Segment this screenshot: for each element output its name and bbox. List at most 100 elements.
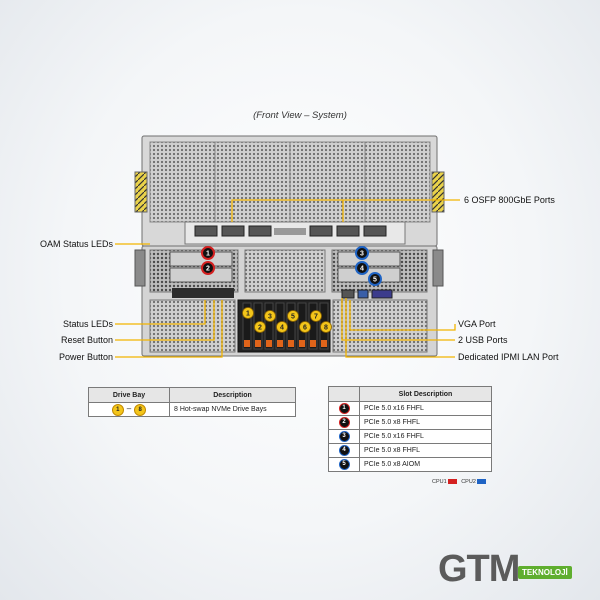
drive-bay-marker: 4 [276,321,288,333]
drive-bay-number: 3 [268,314,272,321]
table-row: 3 PCIe 5.0 x16 FHFL [328,429,492,444]
callout-lines [115,199,460,358]
drive-bay-marker: 1 [242,307,254,319]
slot-marker: 1 [201,246,215,260]
drive-bay-description: 8 Hot-swap NVMe Drive Bays [169,402,296,417]
slot-badge: 1 [338,403,350,414]
slot-label: PCIe 5.0 x16 FHFL [359,429,492,444]
drive-bay-latch [255,340,261,347]
drive-bay-marker-circle [264,310,276,322]
drive-bay-marker-circle [299,321,311,333]
drive-bay-marker: 3 [264,310,276,322]
slot-badge: 2 [338,417,350,428]
vga-port-label: VGA Port [458,319,496,329]
slot-marker-circle [368,272,382,286]
slot-marker-circle [201,261,215,275]
description-header: Description [169,387,296,403]
status-leds-label: Status LEDs [62,319,113,329]
drive-bays: 1 23 45 678 [242,302,332,350]
slot-num-header [328,386,360,402]
slot-marker-number: 2 [206,266,210,273]
gtm-logo: GTM [438,548,520,590]
drive-bay-latch [299,340,305,347]
drive-bay-marker-circle [310,310,322,322]
table-row: 1 PCIe 5.0 x16 FHFL [328,401,492,416]
slot-badge: 4 [338,445,350,456]
slot-number-cell: 3 [328,429,360,444]
cpu1-legend-label: CPU1 [432,479,447,485]
drive-bay-marker-circle [287,310,299,322]
drive-bay-latch [288,340,294,347]
logo-tag: TEKNOLOJİ [518,566,572,579]
drive-bay-table: Drive Bay Description 1–8 8 Hot-swap NVM… [88,387,296,417]
slot-marker-number: 5 [373,277,377,284]
cpu2-swatch [476,479,486,485]
drive-bay-range: 1–8 [88,402,170,417]
drive-bay-latch [277,340,283,347]
slot-marker-number: 4 [360,266,364,273]
slot-marker-circle [355,246,369,260]
drive-bay-number: 5 [291,314,295,321]
slot-label: PCIe 5.0 x8 FHFL [359,443,492,458]
cpu2-legend-label: CPU2 [461,479,476,485]
drive-bay-slot [242,302,252,350]
slot-badge: 5 [338,459,350,470]
drive-bay-number: 8 [324,325,328,332]
slot-marker: 3 [355,246,369,260]
drive-bay-marker: 8 [320,321,332,333]
drive-bay-end-badge: 8 [134,403,147,416]
drive-bay-marker: 6 [299,321,311,333]
power-button-label: Power Button [58,352,113,362]
drive-bay-latch [244,340,250,347]
slot-marker-circle [355,261,369,275]
reset-button-label: Reset Button [60,335,113,345]
drive-bay-latch [310,340,316,347]
drive-bay-header: Drive Bay [88,387,170,403]
slot-marker-number: 3 [360,251,364,258]
slot-marker: 2 [201,261,215,275]
drive-bay-marker: 2 [254,321,266,333]
drive-bay-number: 4 [280,325,284,332]
slot-badge: 3 [338,431,350,442]
slot-marker: 5 [368,272,382,286]
slot-number-cell: 5 [328,457,360,472]
drive-bay-marker: 7 [310,310,322,322]
table-row: 2 PCIe 5.0 x8 FHFL [328,415,492,430]
cpu1-swatch [447,479,457,485]
slot-number-cell: 2 [328,415,360,430]
slot-marker: 4 [355,261,369,275]
drive-bay-marker-circle [276,321,288,333]
osfp-ports-label: 6 OSFP 800GbE Ports [464,195,555,205]
ipmi-lan-label: Dedicated IPMI LAN Port [458,352,559,362]
table-row: 4 PCIe 5.0 x8 FHFL [328,443,492,458]
pcie-slot-markers: 1 2 3 4 5 [201,246,382,286]
drive-bay-marker-circle [254,321,266,333]
slot-number-cell: 4 [328,443,360,458]
drive-bay-marker-circle [320,321,332,333]
slot-label: PCIe 5.0 x8 FHFL [359,415,492,430]
drive-bay-latch [266,340,272,347]
drive-bay-marker: 5 [287,310,299,322]
diagram-title: (Front View – System) [253,110,347,121]
osfp-port-group [194,225,387,237]
drive-bay-start-badge: 1 [111,403,124,416]
slot-description-header: Slot Description [359,386,492,402]
drive-bay-number: 6 [303,325,307,332]
slot-marker-circle [201,246,215,260]
cpu-legend: CPU1 CPU2 [432,479,489,485]
drive-bay-latch [321,340,327,347]
oam-status-leds-label: OAM Status LEDs [39,239,113,249]
slot-label: PCIe 5.0 x8 AIOM [359,457,492,472]
drive-bay-number: 2 [258,325,262,332]
drive-bay-number: 1 [246,311,250,318]
table-row: 1–8 8 Hot-swap NVMe Drive Bays [88,402,296,417]
slot-label: PCIe 5.0 x16 FHFL [359,401,492,416]
usb-ports-label: 2 USB Ports [458,335,508,345]
drive-bay-marker-circle [242,307,254,319]
slot-marker-number: 1 [206,251,210,258]
upper-chassis [134,135,445,247]
drive-bay-number: 7 [314,314,318,321]
slot-number-cell: 1 [328,401,360,416]
